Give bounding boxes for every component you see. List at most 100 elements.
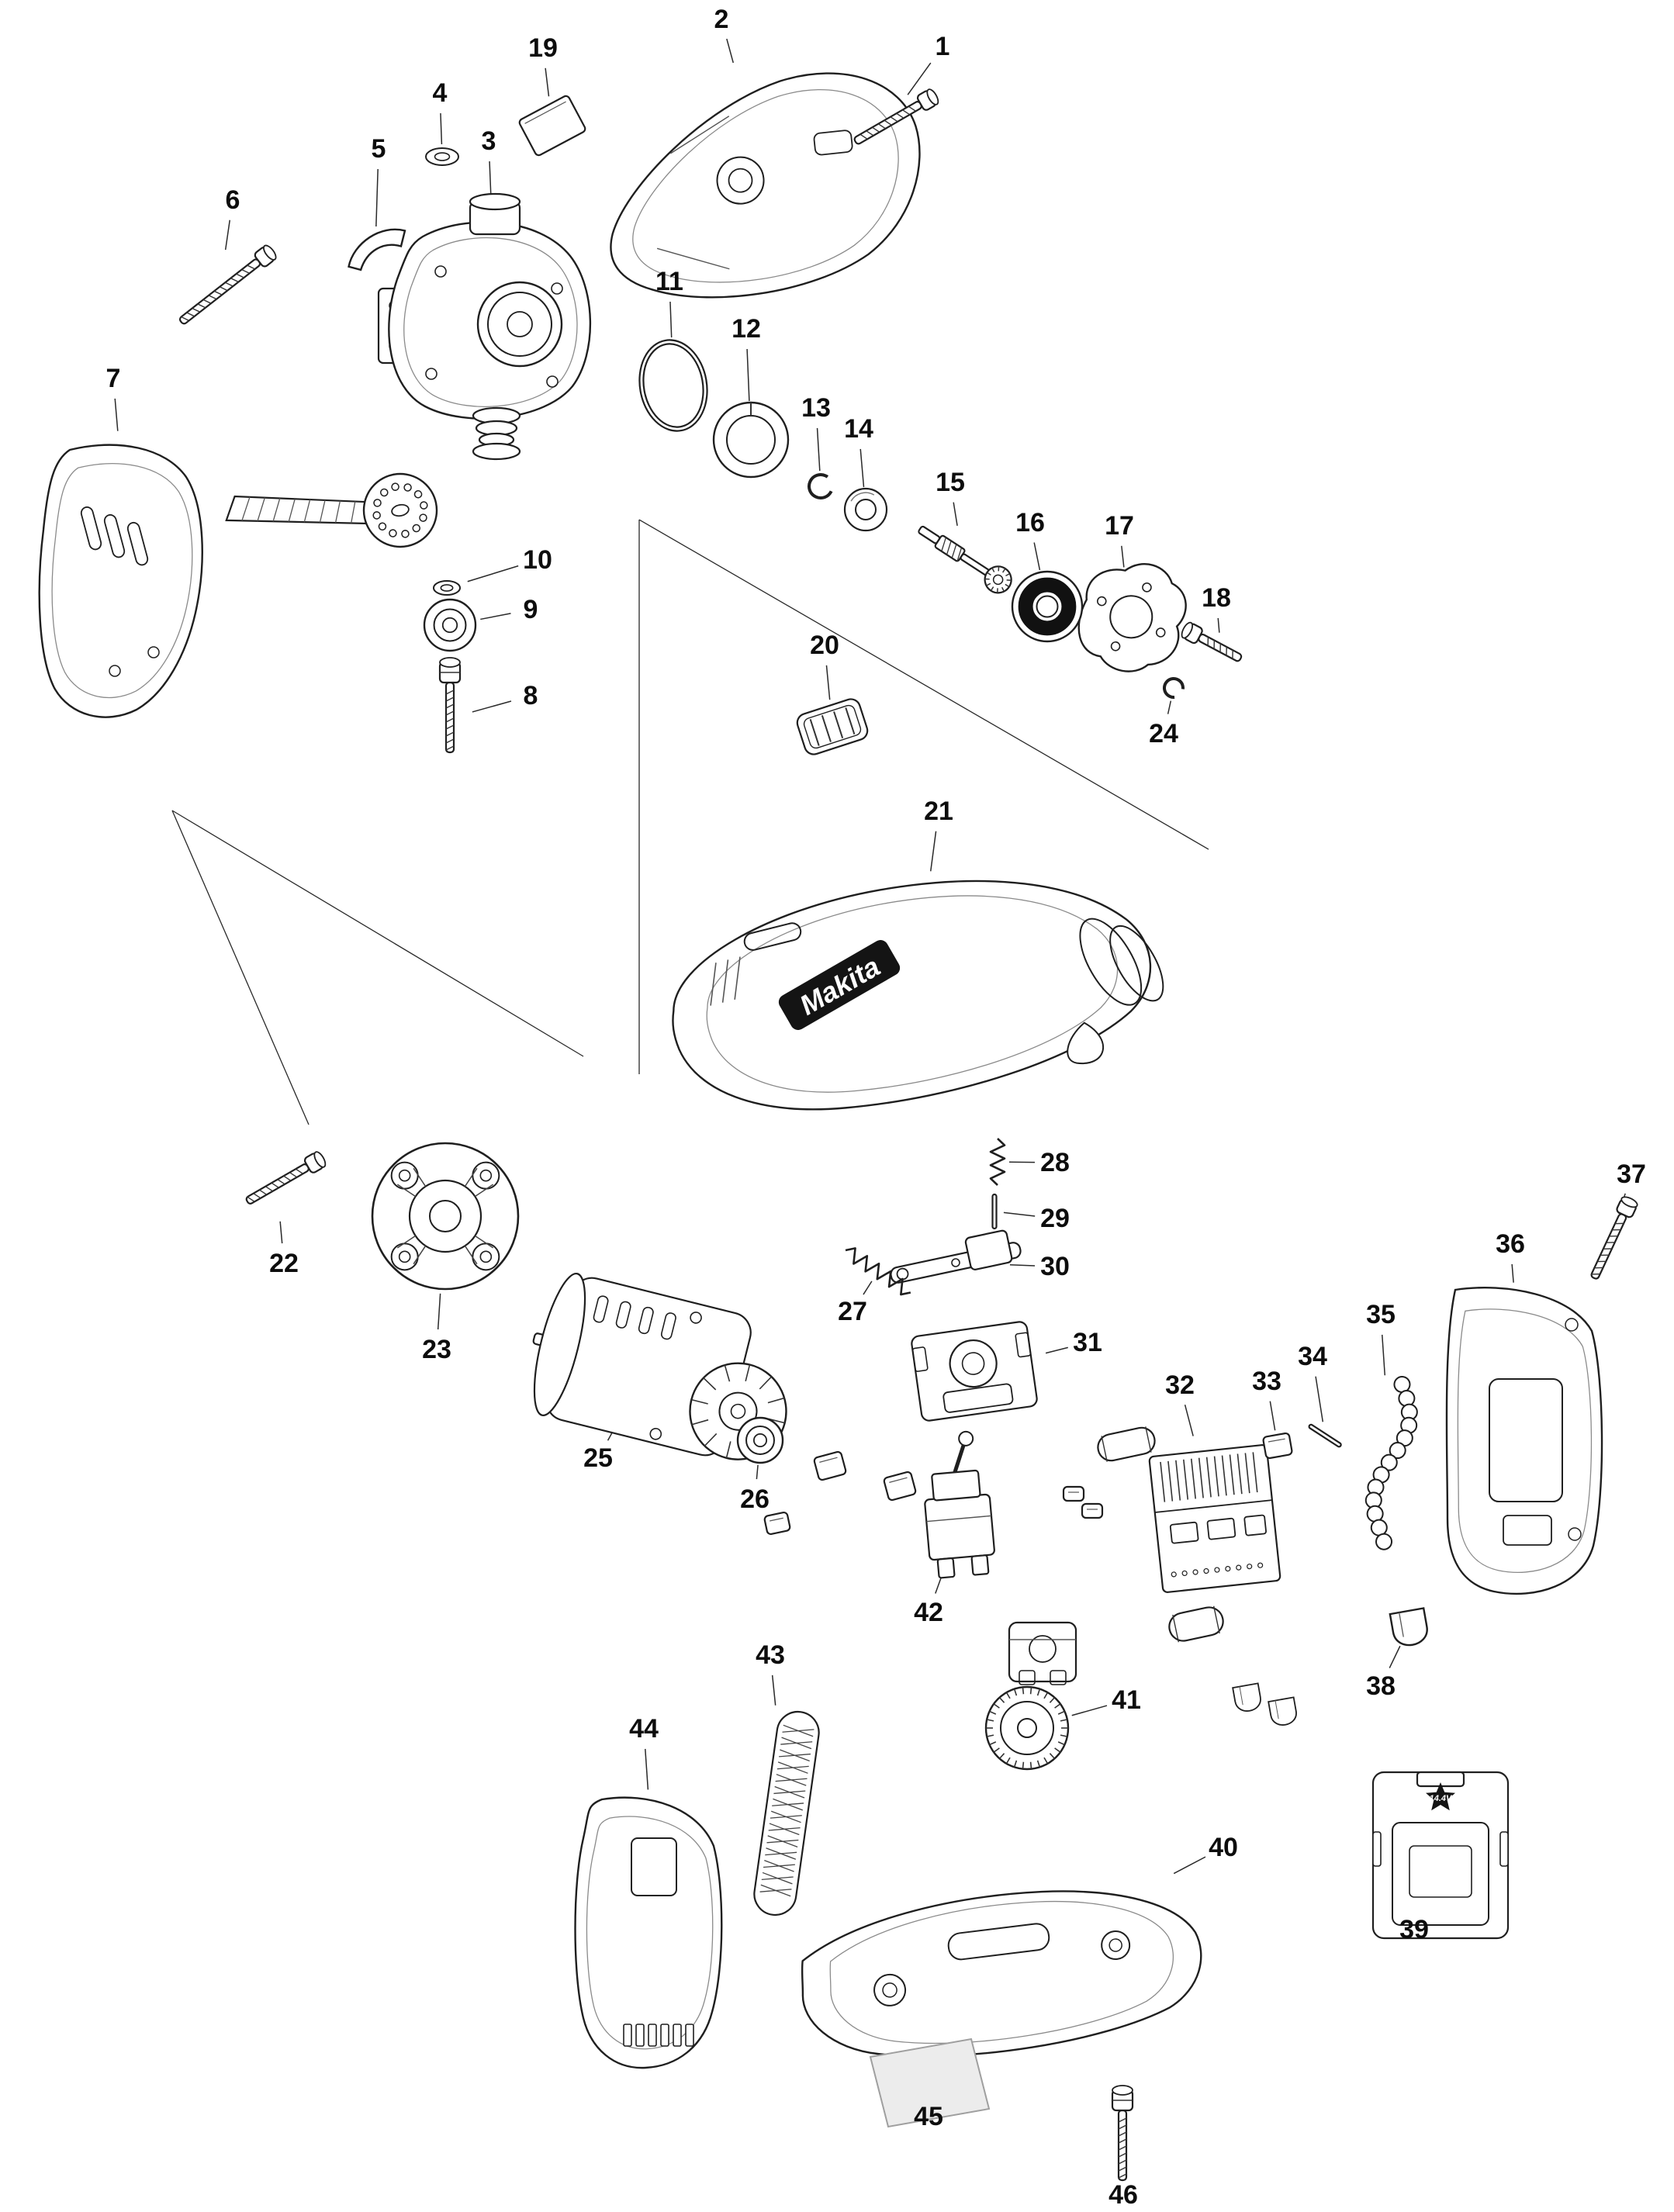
part-label-42: 42 — [914, 1598, 943, 1627]
part-22 — [245, 1151, 327, 1205]
part-19 — [518, 95, 586, 157]
part-label-33: 33 — [1252, 1367, 1281, 1396]
part-label-19: 19 — [528, 33, 558, 63]
part-label-28: 28 — [1040, 1148, 1070, 1177]
part-label-37: 37 — [1617, 1160, 1646, 1189]
part-46 — [1111, 2085, 1134, 2182]
part-43 — [753, 1710, 820, 1916]
part-m-blade — [225, 472, 438, 548]
part-label-29: 29 — [1040, 1204, 1070, 1233]
part-15 — [918, 525, 1012, 594]
part-2 — [610, 72, 921, 299]
part-label-27: 27 — [838, 1297, 867, 1326]
part-label-8: 8 — [524, 681, 538, 710]
part-42 — [924, 1430, 995, 1579]
part-label-5: 5 — [372, 134, 386, 164]
part-m-clip1 — [1232, 1682, 1261, 1712]
part-10 — [433, 580, 461, 596]
part-33 — [1262, 1432, 1293, 1460]
part-23 — [371, 1142, 520, 1291]
part-label-36: 36 — [1496, 1229, 1525, 1259]
part-28 — [989, 1138, 1006, 1186]
part-4 — [425, 147, 459, 166]
labels-layer: 2721364044325233239171635414231304312111… — [106, 5, 1646, 2210]
part-label-25: 25 — [583, 1443, 613, 1473]
part-label-38: 38 — [1366, 1671, 1396, 1701]
part-m-brush2 — [883, 1471, 917, 1502]
part-m-btn — [763, 1511, 791, 1536]
part-m-cyl2 — [1168, 1605, 1224, 1643]
part-label-39: 39 — [1399, 1915, 1429, 1944]
part-label-34: 34 — [1298, 1342, 1327, 1371]
part-29 — [991, 1193, 998, 1230]
part-label-14: 14 — [844, 414, 873, 444]
part-35 — [1364, 1376, 1418, 1550]
part-45 — [869, 2037, 991, 2128]
part-label-6: 6 — [226, 185, 240, 215]
part-label-45: 45 — [914, 2102, 943, 2131]
part-18 — [1181, 621, 1243, 662]
part-label-18: 18 — [1202, 583, 1231, 613]
part-m-clip2 — [1268, 1696, 1297, 1726]
part-label-44: 44 — [629, 1714, 659, 1744]
battery-voltage-label: 14.4V — [1430, 1794, 1453, 1803]
part-32 — [1148, 1444, 1281, 1593]
part-label-35: 35 — [1366, 1300, 1396, 1329]
part-label-7: 7 — [106, 364, 121, 393]
part-26 — [736, 1416, 784, 1464]
part-label-13: 13 — [801, 393, 831, 423]
part-label-16: 16 — [1015, 508, 1045, 537]
part-30 — [890, 1229, 1022, 1284]
part-1 — [853, 88, 939, 145]
part-label-43: 43 — [756, 1640, 785, 1670]
part-label-31: 31 — [1073, 1328, 1102, 1357]
part-8 — [438, 657, 462, 754]
part-37 — [1590, 1196, 1638, 1280]
part-27 — [845, 1247, 911, 1296]
part-m-fuse1 — [1062, 1485, 1085, 1502]
part-20 — [796, 698, 869, 755]
part-m-fuse2 — [1081, 1502, 1104, 1519]
part-label-10: 10 — [523, 545, 552, 575]
part-label-21: 21 — [924, 797, 953, 826]
part-9 — [423, 598, 477, 652]
construction-lines — [171, 519, 1209, 1125]
part-label-30: 30 — [1040, 1252, 1070, 1281]
part-39: 14.4V — [1371, 1771, 1510, 1940]
part-label-40: 40 — [1209, 1833, 1238, 1862]
part-40 — [801, 1890, 1202, 2058]
part-31 — [911, 1321, 1038, 1422]
part-36 — [1445, 1287, 1603, 1595]
part-label-2: 2 — [714, 5, 729, 34]
part-label-23: 23 — [422, 1335, 451, 1364]
part-label-15: 15 — [936, 468, 965, 497]
part-13 — [808, 473, 834, 499]
part-m-coil — [1008, 1621, 1077, 1685]
part-label-3: 3 — [482, 126, 496, 156]
part-label-9: 9 — [524, 595, 538, 624]
part-7 — [38, 444, 203, 718]
part-label-24: 24 — [1149, 719, 1178, 748]
part-34 — [1308, 1423, 1342, 1448]
part-label-22: 22 — [269, 1249, 299, 1278]
part-label-1: 1 — [936, 32, 950, 61]
part-label-41: 41 — [1112, 1685, 1141, 1715]
part-12 — [712, 401, 790, 479]
part-21 — [672, 880, 1164, 1111]
part-m-cap — [1097, 1426, 1156, 1462]
part-17 — [1077, 563, 1187, 672]
part-label-46: 46 — [1109, 2180, 1138, 2210]
part-label-32: 32 — [1165, 1370, 1195, 1400]
part-label-11: 11 — [655, 267, 683, 296]
part-16 — [1011, 570, 1084, 643]
part-label-20: 20 — [810, 631, 839, 660]
part-label-4: 4 — [433, 78, 448, 108]
part-25 — [532, 1272, 787, 1460]
part-41 — [984, 1685, 1070, 1771]
part-11 — [638, 339, 708, 432]
part-24 — [1163, 677, 1185, 699]
part-5 — [348, 228, 406, 271]
part-3 — [377, 192, 592, 461]
